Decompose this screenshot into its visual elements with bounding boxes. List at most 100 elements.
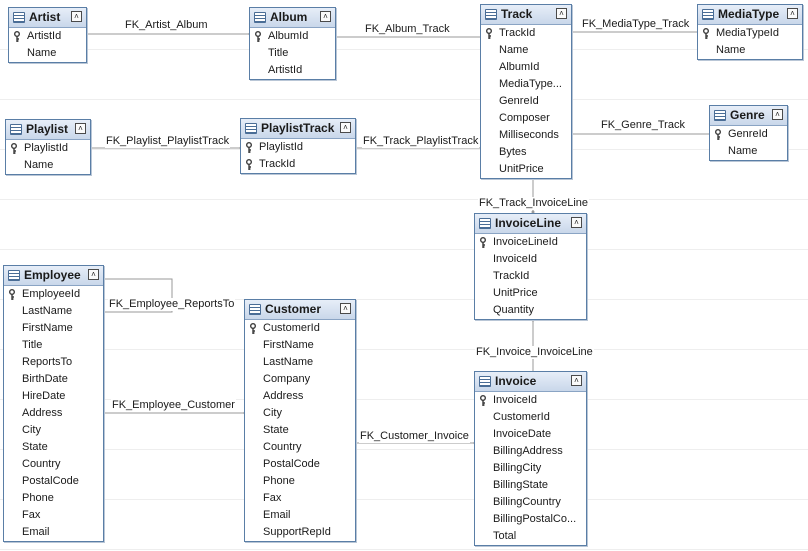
column-row[interactable]: Email <box>4 524 103 541</box>
column-row[interactable]: PlaylistId <box>6 140 90 157</box>
column-row[interactable]: AlbumId <box>250 28 335 45</box>
column-row[interactable]: GenreId <box>481 93 571 110</box>
column-row[interactable]: GenreId <box>710 126 787 143</box>
column-row[interactable]: Address <box>245 388 355 405</box>
column-name: FirstName <box>263 339 314 351</box>
collapse-chevron-icon[interactable]: ˄ <box>340 122 351 133</box>
collapse-chevron-icon[interactable]: ˄ <box>340 303 351 314</box>
table-header[interactable]: InvoiceLine˄ <box>475 214 586 234</box>
primary-key-icon <box>11 143 17 154</box>
column-row[interactable]: Bytes <box>481 144 571 161</box>
collapse-chevron-icon[interactable]: ˄ <box>320 11 331 22</box>
column-row[interactable]: Name <box>710 143 787 160</box>
collapse-chevron-icon[interactable]: ˄ <box>787 8 798 19</box>
column-row[interactable]: TrackId <box>481 25 571 42</box>
collapse-chevron-icon[interactable]: ˄ <box>571 375 582 386</box>
collapse-chevron-icon[interactable]: ˄ <box>71 11 82 22</box>
column-row[interactable]: FirstName <box>4 320 103 337</box>
column-row[interactable]: Quantity <box>475 302 586 319</box>
column-row[interactable]: Name <box>9 45 86 62</box>
column-row[interactable]: State <box>245 422 355 439</box>
column-row[interactable]: Company <box>245 371 355 388</box>
column-row[interactable]: EmployeeId <box>4 286 103 303</box>
column-row[interactable]: Country <box>245 439 355 456</box>
column-row[interactable]: CustomerId <box>475 409 586 426</box>
column-row[interactable]: Name <box>481 42 571 59</box>
column-row[interactable]: FirstName <box>245 337 355 354</box>
column-row[interactable]: PlaylistId <box>241 139 355 156</box>
table-header[interactable]: Playlist˄ <box>6 120 90 140</box>
column-row[interactable]: Name <box>698 42 802 59</box>
table-header[interactable]: Genre˄ <box>710 106 787 126</box>
column-row[interactable]: Address <box>4 405 103 422</box>
column-row[interactable]: InvoiceId <box>475 392 586 409</box>
column-row[interactable]: InvoiceDate <box>475 426 586 443</box>
column-row[interactable]: Fax <box>4 507 103 524</box>
column-row[interactable]: Composer <box>481 110 571 127</box>
column-row[interactable]: ArtistId <box>250 62 335 79</box>
column-row[interactable]: BillingPostalCo... <box>475 511 586 528</box>
table-header[interactable]: Album˄ <box>250 8 335 28</box>
table-header[interactable]: Customer˄ <box>245 300 355 320</box>
column-name: Quantity <box>493 304 534 316</box>
column-row[interactable]: SupportRepId <box>245 524 355 541</box>
column-row[interactable]: ReportsTo <box>4 354 103 371</box>
table-header[interactable]: Track˄ <box>481 5 571 25</box>
column-row[interactable]: Country <box>4 456 103 473</box>
column-row[interactable]: UnitPrice <box>481 161 571 178</box>
column-row[interactable]: InvoiceId <box>475 251 586 268</box>
column-row[interactable]: HireDate <box>4 388 103 405</box>
table-header[interactable]: Employee˄ <box>4 266 103 286</box>
collapse-chevron-icon[interactable]: ˄ <box>75 123 86 134</box>
collapse-chevron-icon[interactable]: ˄ <box>571 217 582 228</box>
column-row[interactable]: PostalCode <box>245 456 355 473</box>
collapse-chevron-icon[interactable]: ˄ <box>88 269 99 280</box>
column-row[interactable]: UnitPrice <box>475 285 586 302</box>
table-header[interactable]: Invoice˄ <box>475 372 586 392</box>
column-row[interactable]: BillingCity <box>475 460 586 477</box>
column-row[interactable]: MediaTypeId <box>698 25 802 42</box>
column-row[interactable]: CustomerId <box>245 320 355 337</box>
column-row[interactable]: Total <box>475 528 586 545</box>
column-row[interactable]: Milliseconds <box>481 127 571 144</box>
column-row[interactable]: BillingCountry <box>475 494 586 511</box>
column-row[interactable]: BillingAddress <box>475 443 586 460</box>
column-row[interactable]: Title <box>4 337 103 354</box>
column-row[interactable]: Fax <box>245 490 355 507</box>
column-row[interactable]: State <box>4 439 103 456</box>
column-row[interactable]: TrackId <box>475 268 586 285</box>
collapse-chevron-icon[interactable]: ˄ <box>556 8 567 19</box>
table-header[interactable]: PlaylistTrack˄ <box>241 119 355 139</box>
column-row[interactable]: LastName <box>4 303 103 320</box>
column-row[interactable]: Title <box>250 45 335 62</box>
column-row[interactable]: ArtistId <box>9 28 86 45</box>
column-row[interactable]: Phone <box>245 473 355 490</box>
column-row[interactable]: AlbumId <box>481 59 571 76</box>
column-row[interactable]: TrackId <box>241 156 355 173</box>
column-row[interactable]: City <box>245 405 355 422</box>
table-header[interactable]: MediaType˄ <box>698 5 802 25</box>
column-row[interactable]: Email <box>245 507 355 524</box>
column-row[interactable]: PostalCode <box>4 473 103 490</box>
column-row[interactable]: Phone <box>4 490 103 507</box>
column-row[interactable]: MediaType... <box>481 76 571 93</box>
collapse-chevron-icon[interactable]: ˄ <box>772 109 783 120</box>
table-header[interactable]: Artist˄ <box>9 8 86 28</box>
column-row[interactable]: BirthDate <box>4 371 103 388</box>
column-row[interactable]: InvoiceLineId <box>475 234 586 251</box>
column-row[interactable]: Name <box>6 157 90 174</box>
column-row[interactable]: City <box>4 422 103 439</box>
column-row[interactable]: BillingState <box>475 477 586 494</box>
column-row[interactable]: LastName <box>245 354 355 371</box>
